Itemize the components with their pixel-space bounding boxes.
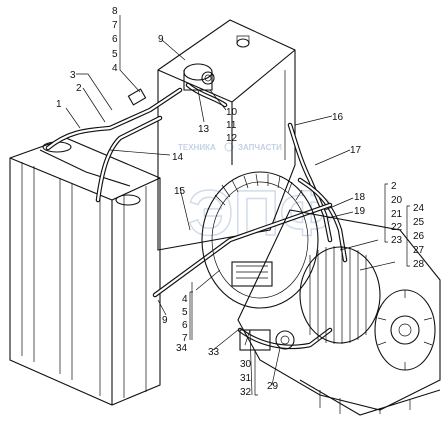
callout-20: 20	[391, 195, 403, 206]
callout-2-right: 2	[391, 181, 397, 192]
callout-9-top: 9	[158, 34, 164, 45]
reservoir-cap	[236, 38, 250, 48]
callout-18: 18	[354, 192, 366, 203]
callout-4-lower: 4	[182, 294, 188, 305]
filter-assembly	[127, 63, 215, 106]
callout-32: 32	[240, 387, 252, 398]
callout-16: 16	[332, 112, 344, 123]
callout-31: 31	[240, 373, 252, 384]
leader-lines	[65, 15, 396, 396]
callout-34: 34	[176, 343, 188, 354]
callout-17: 17	[350, 145, 362, 156]
callout-21: 21	[391, 209, 403, 220]
callout-30: 30	[240, 359, 252, 370]
callout-15: 15	[174, 186, 186, 197]
callout-25: 25	[413, 217, 425, 228]
callout-5: 5	[112, 49, 118, 60]
callout-2: 2	[76, 83, 82, 94]
watermark-line2: ТЕХНИКА	[178, 143, 216, 152]
callout-7-lower: 7	[182, 333, 188, 344]
callout-1: 1	[56, 99, 62, 110]
transmission-housing	[201, 171, 441, 416]
callout-11: 11	[226, 120, 237, 131]
callout-27: 27	[413, 245, 425, 256]
callout-6: 6	[112, 34, 118, 45]
callout-14: 14	[172, 152, 184, 163]
callout-12: 12	[226, 133, 238, 144]
left-fuel-tank	[9, 137, 161, 406]
callout-5-lower: 5	[182, 307, 188, 318]
valve-29	[275, 330, 295, 350]
callout-brackets	[189, 183, 410, 396]
callout-13: 13	[198, 124, 210, 135]
callout-7: 7	[112, 20, 118, 31]
callout-labels: 1 2 3 4 5 6 7 8 9 9 10 11 12 13 14 15 16…	[56, 6, 425, 398]
callout-23: 23	[391, 235, 403, 246]
callout-10: 10	[226, 107, 238, 118]
callout-8: 8	[112, 6, 118, 17]
watermark-line1: ЗАПЧАСТИ	[238, 143, 282, 152]
callout-3: 3	[70, 70, 76, 81]
callout-33: 33	[208, 347, 220, 358]
callout-29: 29	[267, 381, 279, 392]
callout-22: 22	[391, 222, 403, 233]
callout-24: 24	[413, 203, 425, 214]
reservoir-tank	[157, 19, 296, 251]
callout-28: 28	[413, 259, 425, 270]
callout-4: 4	[112, 63, 118, 74]
callout-26: 26	[413, 231, 425, 242]
callout-19: 19	[354, 206, 366, 217]
callout-6-lower: 6	[182, 320, 188, 331]
watermark-circle	[224, 142, 234, 152]
callout-9-bottom: 9	[162, 315, 168, 326]
pipes	[45, 82, 348, 350]
tank-filler-cap-right	[115, 194, 141, 206]
